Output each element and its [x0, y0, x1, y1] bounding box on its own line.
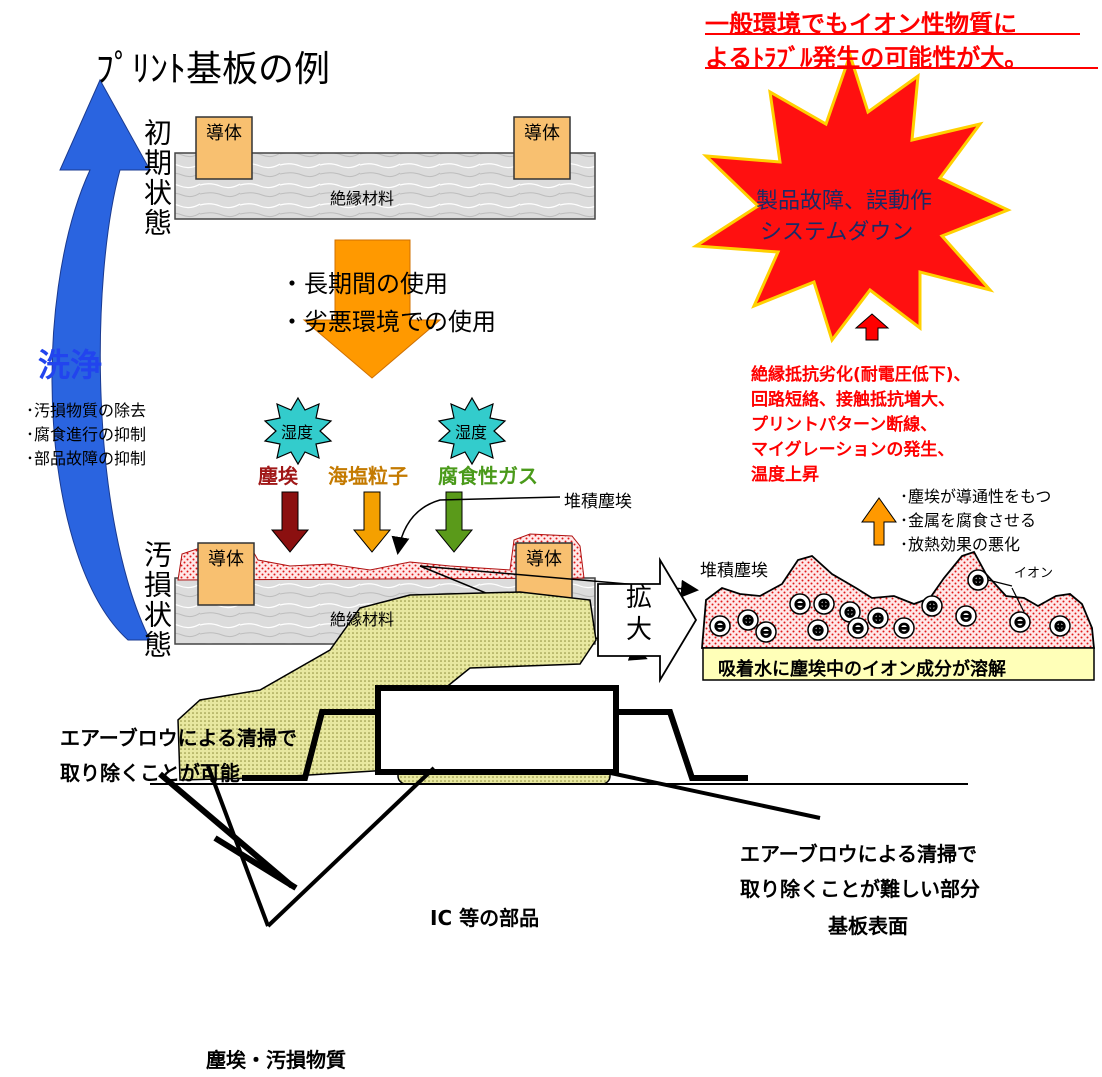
svg-text:⊖: ⊖ — [760, 623, 773, 641]
ion-pointer-2 — [1011, 587, 1025, 613]
svg-text:⊖: ⊖ — [960, 607, 973, 625]
insulator-label-contaminated: 絶縁材料 — [330, 610, 395, 629]
dust-pointer-right — [266, 766, 436, 928]
hard-pointer — [605, 770, 821, 820]
svg-text:⊖: ⊖ — [1014, 613, 1027, 631]
gas-label: 腐食性ガス — [438, 464, 538, 488]
hard-note-1: エアーブロウによる清掃で — [740, 842, 977, 866]
svg-text:⊕: ⊕ — [972, 571, 985, 589]
dissolution-banner — [702, 647, 1095, 681]
svg-text:⊖: ⊖ — [852, 619, 865, 637]
dissolution-label: 吸着水に塵埃中のイオン成分が溶解 — [718, 659, 1006, 680]
removable-note-1: エアーブロウによる清掃で — [60, 726, 297, 750]
headline-line-2: よるﾄﾗﾌﾞﾙ発生の可能性が大。 — [705, 44, 1029, 72]
gas-arrow — [434, 491, 474, 553]
dust-effect-1: ･塵埃が導通性をもつ — [900, 487, 1052, 506]
svg-text:⊖: ⊖ — [898, 619, 911, 637]
failure-result-2: システムダウン — [760, 220, 914, 245]
dust-pointer-left — [206, 765, 270, 927]
cleaning-item-1: ･汚損物質の除去 — [26, 401, 147, 420]
failure-cause-1: 絶縁抵抗劣化(耐電圧低下)、 — [751, 365, 971, 385]
component-lead-left — [242, 709, 378, 781]
svg-text:⊖: ⊖ — [794, 595, 807, 613]
humidity-label-left: 湿度 — [281, 423, 314, 442]
headline-line-1: 一般環境でもイオン性物質に — [705, 10, 1017, 38]
failure-cause-4: マイグレーションの発生、 — [751, 440, 955, 460]
svg-text:⊕: ⊕ — [742, 611, 755, 629]
removable-pointer — [158, 771, 294, 889]
initial-state-label: 初期状態 — [140, 118, 173, 238]
magnified-deposited-dust-label: 堆積塵埃 — [700, 561, 768, 581]
conductor-initial-left — [195, 116, 253, 180]
contaminated-state-label: 汚損状態 — [140, 540, 173, 660]
removable-pointer-head — [213, 835, 298, 891]
cleaning-title: 洗浄 — [38, 346, 103, 384]
salt-label: 海塩粒子 — [328, 464, 408, 488]
svg-text:⊕: ⊕ — [818, 595, 831, 613]
svg-text:⊕: ⊕ — [872, 609, 885, 627]
failure-explosion — [691, 50, 1012, 344]
failure-up-arrow — [854, 313, 890, 341]
svg-text:⊖: ⊖ — [714, 617, 727, 635]
conductor-label-contaminated-left: 導体 — [208, 549, 244, 570]
cleaning-item-3: ･部品故障の抑制 — [26, 449, 147, 468]
svg-text:⊕: ⊕ — [1054, 617, 1067, 635]
failure-cause-2: 回路短絡、接触抵抗増大、 — [751, 390, 955, 410]
failure-cause-3: プリントパターン断線、 — [751, 415, 938, 435]
hard-note-2: 取り除くことが難しい部分 — [740, 877, 980, 901]
svg-text:⊕: ⊕ — [844, 603, 857, 621]
ic-component — [375, 685, 619, 775]
expand-label: 拡大 — [626, 583, 653, 645]
humidity-burst-left — [263, 396, 333, 466]
conductor-label-initial-right: 導体 — [524, 123, 560, 144]
dust-effect-3: ･放熱効果の悪化 — [900, 535, 1021, 554]
humidity-burst-right — [437, 396, 507, 466]
bottom-dust-label: 塵埃・汚損物質 — [206, 1048, 346, 1072]
conductor-contaminated-left — [197, 542, 255, 606]
deposited-dust-label: 堆積塵埃 — [564, 492, 632, 512]
usage-condition-2: ・劣悪環境での使用 — [280, 308, 496, 336]
ion-markers: ⊖ ⊕ ⊖ ⊖ ⊕ ⊕ ⊕ ⊖ ⊕ ⊖ ⊕ ⊖ ⊕ ⊖ ⊕ — [709, 569, 1071, 643]
conductor-label-initial-left: 導体 — [206, 123, 242, 144]
conductor-label-contaminated-right: 導体 — [526, 549, 562, 570]
removable-note-2: 取り除くことが可能 — [60, 761, 240, 785]
page-title: ﾌﾟﾘﾝﾄ基板の例 — [96, 49, 331, 90]
dust-arrow — [270, 491, 310, 553]
humidity-label-right: 湿度 — [455, 423, 488, 442]
component-lead-right — [616, 709, 748, 781]
ion-pointer-1 — [987, 579, 1013, 587]
deposited-dust-pointer — [391, 496, 561, 555]
svg-text:⊕: ⊕ — [812, 621, 825, 639]
expand-arrow — [597, 556, 698, 684]
failure-result-1: 製品故障、誤動作 — [756, 189, 933, 214]
svg-text:⊕: ⊕ — [926, 597, 939, 615]
cleaning-arrow — [51, 78, 151, 641]
failure-cause-5: 温度上昇 — [751, 465, 819, 485]
conductor-initial-right — [513, 116, 571, 180]
ion-label: イオン — [1014, 566, 1054, 581]
effects-up-arrow — [861, 497, 897, 546]
salt-arrow — [352, 491, 392, 553]
dust-effect-2: ･金属を腐食させる — [900, 511, 1037, 530]
insulator-label-initial: 絶縁材料 — [330, 189, 395, 208]
component-label: IC 等の部品 — [430, 906, 540, 930]
usage-condition-1: ・長期間の使用 — [280, 270, 448, 298]
usage-down-arrow — [302, 239, 442, 379]
substrate-label: 基板表面 — [828, 914, 908, 938]
cleaning-item-2: ･腐食進行の抑制 — [26, 425, 147, 444]
dust-label: 塵埃 — [258, 464, 298, 488]
